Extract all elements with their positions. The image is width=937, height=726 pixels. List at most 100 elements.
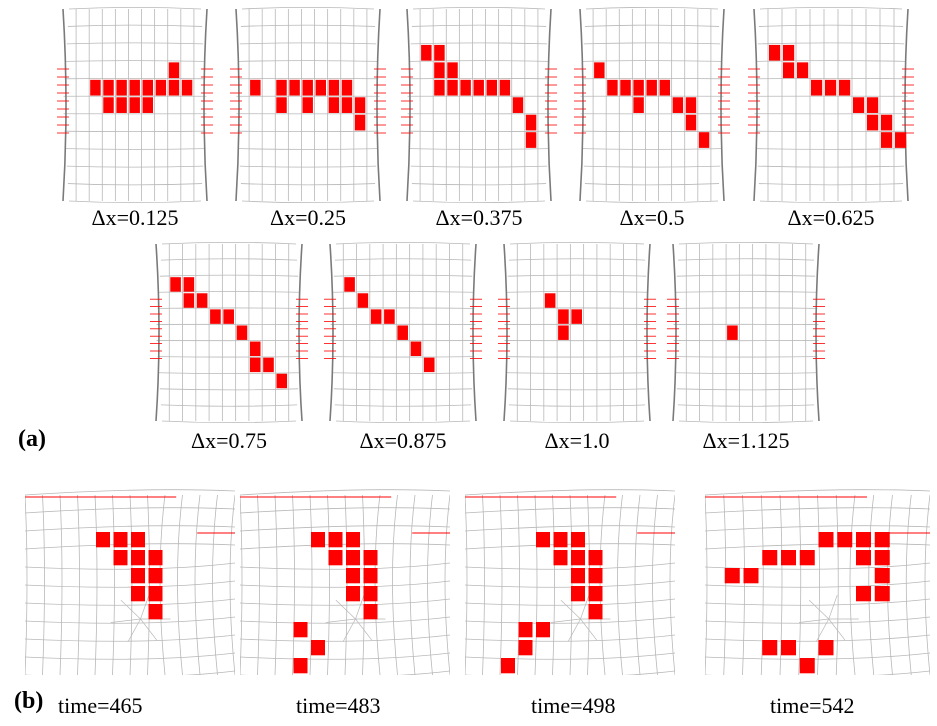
failed-element [874, 586, 890, 602]
failed-element [397, 325, 408, 340]
panel-a9 [665, 240, 827, 425]
failed-element [315, 79, 327, 96]
panel-a4 [572, 5, 732, 205]
failed-element [874, 532, 890, 548]
mesh-grid [401, 6, 557, 204]
failed-element [354, 97, 366, 113]
failed-element [486, 79, 498, 96]
failed-element [113, 550, 128, 566]
failed-element [302, 97, 313, 113]
failed-element [328, 97, 340, 113]
failed-element [571, 550, 585, 566]
mesh-plot [150, 241, 308, 424]
failed-element [536, 532, 550, 548]
failed-element [90, 79, 101, 96]
failed-element [525, 132, 537, 148]
caption-a4: Δx=0.5 [619, 205, 685, 230]
caption-a9: Δx=1.125 [702, 428, 790, 453]
failed-element [170, 277, 181, 292]
failed-element [659, 79, 671, 96]
failed-element [594, 62, 605, 79]
failed-element [783, 62, 795, 79]
failed-element [447, 62, 458, 79]
failed-element [148, 550, 163, 566]
failed-element [762, 550, 778, 566]
failed-element [142, 79, 154, 96]
failed-element [181, 79, 193, 96]
failed-element [328, 79, 340, 96]
failed-element [856, 550, 871, 566]
failed-element [839, 79, 851, 96]
failed-element [783, 44, 795, 61]
caption-b2: time=483 [296, 693, 381, 718]
mesh-grid [498, 241, 656, 424]
mesh-plot [240, 489, 450, 675]
failed-element [811, 79, 823, 96]
failed-element [276, 79, 287, 96]
failed-element [363, 586, 378, 602]
failed-element [512, 97, 524, 113]
mesh-grid [25, 489, 235, 675]
failed-element [588, 586, 603, 602]
failed-element [434, 62, 445, 79]
panel-a5 [746, 5, 916, 205]
mesh-grid [748, 6, 914, 204]
failed-element [346, 550, 360, 566]
panel-a8 [496, 240, 658, 425]
failed-element [346, 532, 360, 548]
failed-element [346, 568, 360, 584]
failed-element [571, 309, 582, 324]
failed-element [818, 532, 834, 548]
failed-element [113, 532, 128, 548]
failed-element [553, 532, 568, 548]
failed-element [646, 79, 657, 96]
failed-element [341, 97, 353, 113]
panel-b3 [465, 475, 675, 675]
failed-element [762, 640, 778, 656]
failed-element [142, 97, 154, 113]
mesh-grid [230, 6, 386, 204]
failed-element [571, 532, 585, 548]
mesh-grid [150, 241, 308, 424]
failed-element [363, 568, 378, 584]
failed-element [276, 373, 288, 389]
failed-element [168, 62, 180, 79]
part-b-label: (b) [14, 688, 44, 714]
failed-element [799, 550, 815, 566]
failed-element [357, 293, 369, 308]
failed-element [558, 309, 569, 324]
failed-element [293, 658, 308, 674]
failed-element [588, 604, 603, 620]
mesh-plot [574, 6, 730, 204]
failed-element [250, 79, 261, 96]
failed-element [155, 79, 167, 96]
mesh-grid [240, 489, 450, 675]
mesh-plot [324, 241, 482, 424]
failed-element [588, 568, 603, 584]
failed-element [588, 550, 603, 566]
failed-element [183, 293, 195, 308]
failed-element [341, 79, 353, 96]
failed-element [363, 550, 378, 566]
panel-a1 [55, 5, 215, 205]
failed-element [103, 97, 114, 113]
failed-element [553, 550, 568, 566]
mesh-grid [465, 489, 675, 675]
failed-element [672, 97, 684, 113]
mesh-plot [25, 489, 235, 675]
failed-element [434, 79, 445, 96]
caption-a6: Δx=0.75 [190, 428, 268, 453]
failed-element [698, 132, 710, 148]
caption-a7: Δx=0.875 [359, 428, 447, 453]
failed-element [558, 325, 569, 340]
failed-element [370, 309, 382, 324]
failed-element [328, 550, 343, 566]
failed-element [249, 357, 261, 373]
failed-element [781, 640, 796, 656]
failed-element [423, 357, 435, 373]
failed-element [460, 79, 471, 96]
panel-a2 [228, 5, 388, 205]
panel-a6 [148, 240, 310, 425]
failed-element [410, 341, 422, 357]
panel-b4 [705, 475, 930, 675]
